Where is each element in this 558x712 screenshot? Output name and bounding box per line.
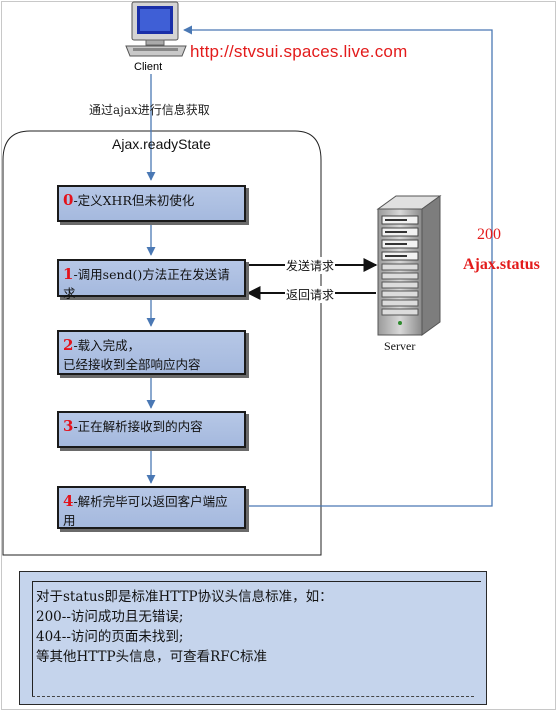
status-notes-box: 对于status即是标准HTTP协议头信息标准，如： 200--访问成功且无错误… bbox=[19, 571, 487, 705]
step-number: 1 bbox=[63, 265, 74, 283]
status-label: Ajax.status bbox=[463, 256, 540, 273]
step-text: -正在解析接收到的内容 bbox=[73, 419, 203, 434]
step-number: 2 bbox=[63, 336, 74, 354]
step-text: -解析完毕可以返回客户端应 bbox=[73, 494, 228, 509]
readystate-step-1: 1-调用send()方法正在发送请求 bbox=[57, 259, 246, 301]
notes-dashed-rule bbox=[32, 696, 474, 697]
readystate-title: Ajax.readyState bbox=[112, 136, 211, 152]
readystate-step-3: 3-正在解析接收到的内容 bbox=[57, 411, 246, 448]
notes-border bbox=[32, 581, 481, 697]
status-feedback-line bbox=[183, 25, 493, 507]
note-line: 200--访问成功且无错误; bbox=[36, 609, 184, 625]
source-url: http://stvsui.spaces.live.com bbox=[190, 42, 408, 61]
note-line: 对于status即是标准HTTP协议头信息标准，如： bbox=[36, 589, 333, 605]
status-code: 200 bbox=[477, 226, 501, 243]
fetch-note: 通过ajax进行信息获取 bbox=[89, 103, 210, 117]
step-text: -调用send()方法正在发送请求 bbox=[63, 267, 230, 301]
readystate-step-2: 2-载入完成， 已经接收到全部响应内容 bbox=[57, 330, 246, 375]
readystate-step-4: 4-解析完毕可以返回客户端应 用 bbox=[57, 486, 246, 529]
readystate-step-0: 0-定义XHR但未初使化 bbox=[57, 185, 246, 222]
step-text-line2: 用 bbox=[63, 513, 76, 528]
server-icon bbox=[376, 195, 442, 336]
client-computer-icon bbox=[125, 1, 187, 57]
send-request-label: 发送请求 bbox=[285, 257, 336, 274]
step-number: 4 bbox=[63, 492, 74, 510]
note-line: 404--访问的页面未找到; bbox=[36, 629, 184, 645]
step-number: 0 bbox=[63, 191, 74, 209]
client-label: Client bbox=[134, 61, 163, 73]
note-line: 等其他HTTP头信息，可查看RFC标准 bbox=[36, 649, 267, 665]
return-request-label: 返回请求 bbox=[285, 286, 336, 303]
server-label: Server bbox=[384, 339, 416, 353]
step-text: -载入完成， bbox=[73, 338, 141, 353]
step-text: -定义XHR但未初使化 bbox=[73, 193, 195, 208]
step-number: 3 bbox=[63, 417, 74, 435]
step-text-line2: 已经接收到全部响应内容 bbox=[63, 357, 201, 372]
